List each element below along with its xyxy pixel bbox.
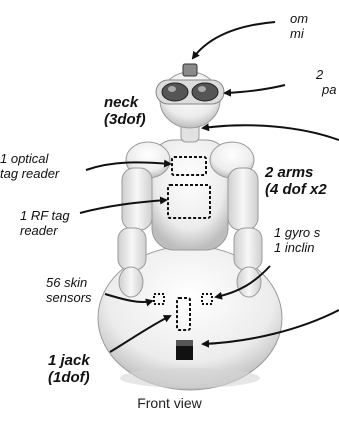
label-top-right-2-line1: 2	[316, 68, 336, 83]
label-top-right-1: om mi	[290, 12, 308, 42]
label-optical-line1: 1 optical	[0, 152, 59, 167]
robot-head	[156, 64, 224, 128]
label-neck-line2: (3dof)	[104, 111, 146, 128]
label-top-right-1-line2: mi	[290, 27, 308, 42]
label-gyro: 1 gyro s 1 inclin	[274, 226, 320, 256]
label-top-right-2: 2 pa	[316, 68, 336, 98]
figure-caption: Front view	[0, 395, 339, 411]
label-gyro-line1: 1 gyro s	[274, 226, 320, 241]
label-optical-tag-reader: 1 optical tag reader	[0, 152, 59, 182]
label-jack-line2: (1dof)	[48, 369, 90, 386]
label-rf-line2: reader	[20, 224, 70, 239]
label-neck: neck (3dof)	[104, 94, 146, 129]
label-arms-line2: (4 dof x2	[265, 181, 327, 198]
label-rf-tag-reader: 1 RF tag reader	[20, 209, 70, 239]
label-jack: 1 jack (1dof)	[48, 352, 90, 387]
arrow-top-camera	[193, 22, 275, 58]
top-camera	[183, 64, 197, 76]
label-top-right-2-line2: pa	[322, 83, 336, 98]
label-optical-line2: tag reader	[0, 167, 59, 182]
label-skin-line1: 56 skin	[46, 276, 92, 291]
label-skin-line2: sensors	[46, 291, 92, 306]
label-rf-line1: 1 RF tag	[20, 209, 70, 224]
label-arms-line1: 2 arms	[265, 164, 327, 181]
label-top-right-1-line1: om	[290, 12, 308, 27]
label-neck-line1: neck	[104, 94, 146, 111]
arrow-eyes	[225, 85, 285, 93]
arrow-neck	[203, 125, 339, 140]
label-gyro-line2: 1 inclin	[274, 241, 320, 256]
label-arms: 2 arms (4 dof x2	[265, 164, 327, 199]
label-jack-line1: 1 jack	[48, 352, 90, 369]
jack	[176, 346, 193, 360]
label-skin-sensors: 56 skin sensors	[46, 276, 92, 306]
